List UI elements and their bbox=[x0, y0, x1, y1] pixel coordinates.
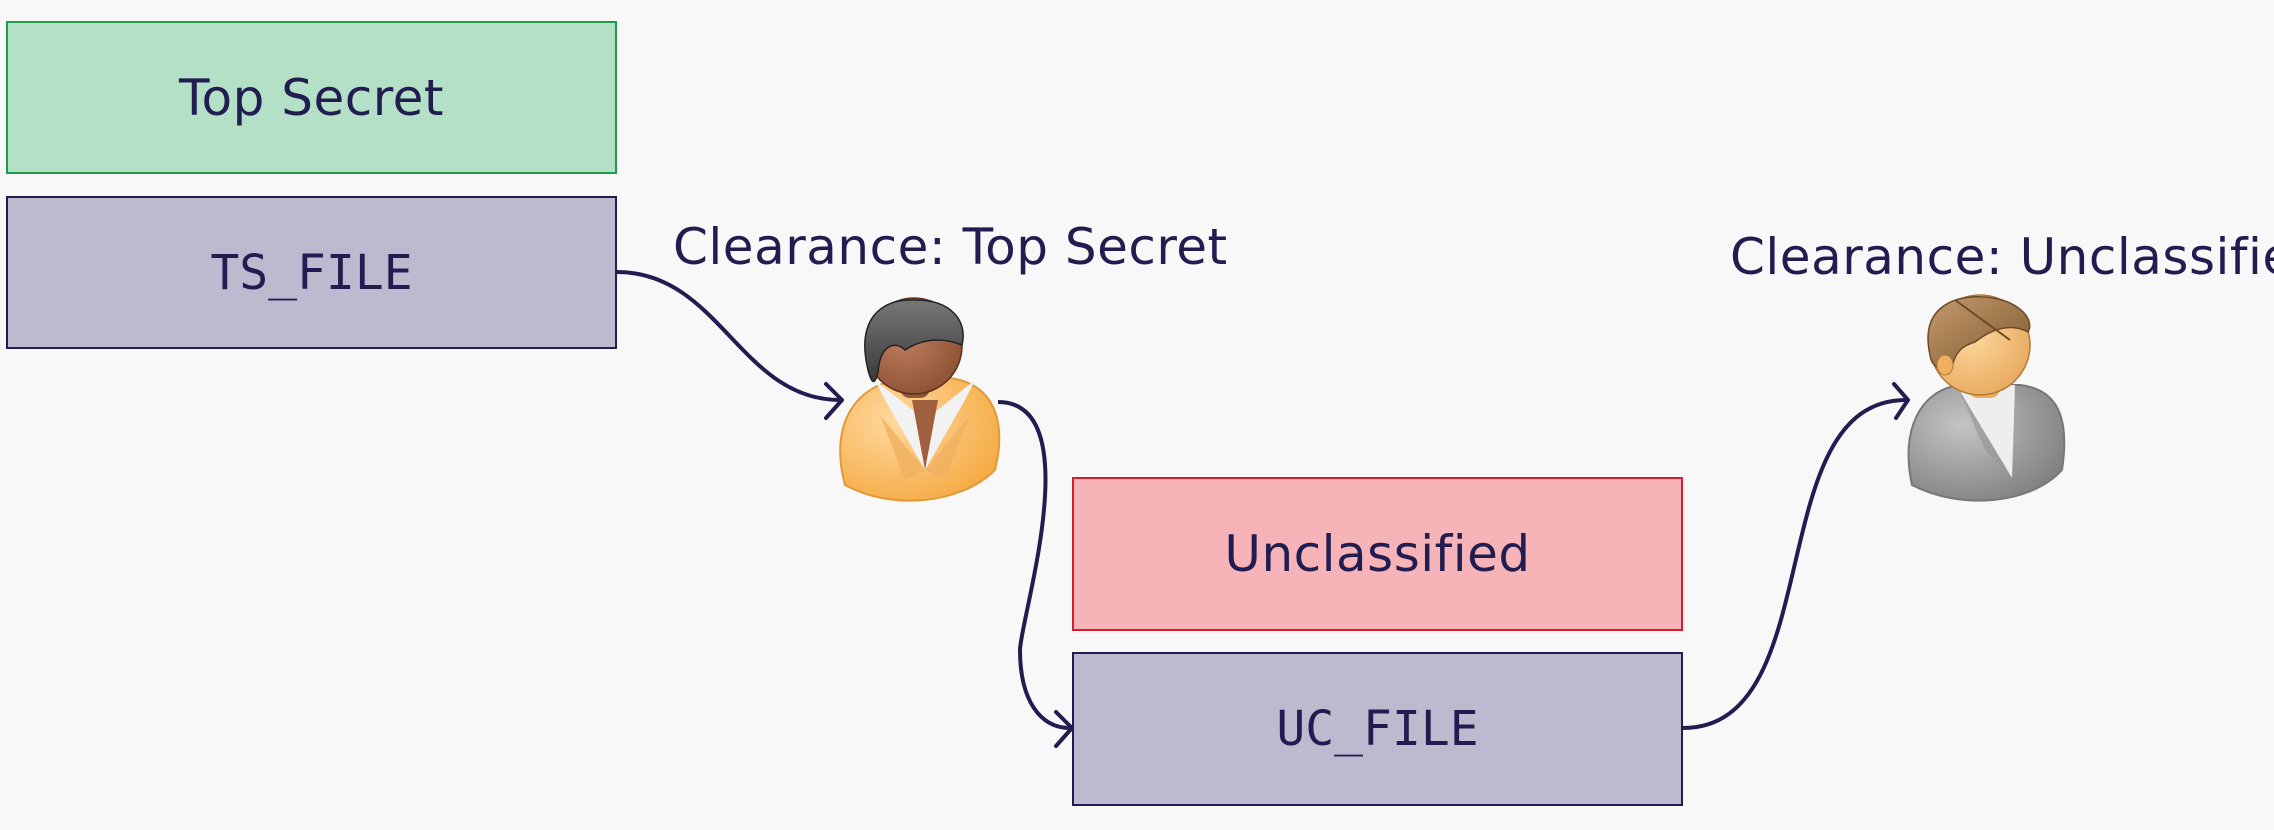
ts-file-label: TS_FILE bbox=[210, 244, 413, 301]
uc-file-box: UC_FILE bbox=[1072, 652, 1683, 806]
top-secret-level-box: Top Secret bbox=[6, 21, 617, 174]
low-clearance-user-icon bbox=[1907, 294, 2066, 502]
high-clearance-user-icon bbox=[839, 297, 1001, 502]
ts-file-box: TS_FILE bbox=[6, 196, 617, 349]
top-secret-clearance-label: Clearance: Top Secret bbox=[673, 218, 1228, 276]
uc-file-label: UC_FILE bbox=[1276, 701, 1479, 757]
arrow-high-user-to-uc-file bbox=[997, 400, 1074, 748]
unclassified-level-box: Unclassified bbox=[1072, 477, 1683, 631]
arrow-ts-file-to-high-user bbox=[616, 270, 844, 420]
unclassified-level-label: Unclassified bbox=[1224, 525, 1531, 583]
arrow-uc-file-to-low-user bbox=[1682, 382, 1910, 730]
unclassified-clearance-label: Clearance: Unclassified bbox=[1730, 228, 2274, 286]
top-secret-level-label: Top Secret bbox=[178, 68, 445, 127]
